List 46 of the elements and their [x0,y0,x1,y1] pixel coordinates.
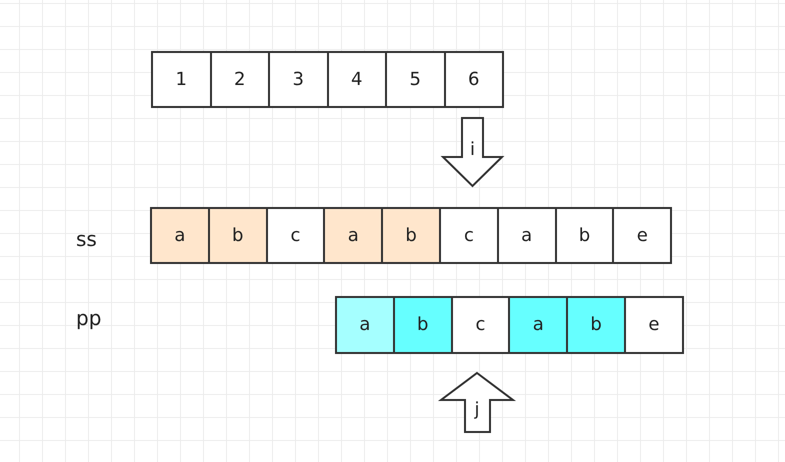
array-cell [624,296,684,354]
character: b [590,316,602,334]
pointer-label: j [474,401,480,419]
array-cell [392,296,453,354]
array-cell [439,207,499,264]
character: c [290,226,300,244]
array-cell [210,51,270,108]
array-cell [268,51,328,108]
array-cell [335,296,395,354]
index-number: 1 [176,70,187,88]
array-cell [554,207,614,264]
array-cell [381,207,441,264]
character: b [232,226,244,244]
index-number: 5 [410,70,421,88]
index-number: 4 [351,70,362,88]
character: c [476,316,486,334]
row-label: pp [76,308,102,328]
character: b [578,226,590,244]
index-number: 6 [468,70,480,88]
array-cell [150,207,210,264]
array-cell [323,207,384,264]
character: b [405,226,417,244]
index-number: 3 [292,70,304,88]
index-number: 2 [234,70,246,88]
character: b [416,316,428,334]
row-label: ss [76,229,97,249]
array-cell [266,207,326,264]
array-cell [566,296,626,354]
array-cell [496,207,557,264]
character: c [464,226,474,244]
array-cell [612,207,672,264]
character: e [636,226,648,244]
array-cell [208,207,268,264]
character: a [348,226,359,244]
pointer-label: i [470,141,475,159]
array-cell [450,296,510,354]
array-cell [508,296,568,354]
character: a [521,226,532,244]
character: a [359,316,370,334]
array-cell [444,51,504,108]
array-cell [151,51,212,108]
character: e [648,316,660,334]
array-cell [326,51,387,108]
array-cell [385,51,446,108]
character: a [174,226,186,244]
character: a [532,316,544,334]
